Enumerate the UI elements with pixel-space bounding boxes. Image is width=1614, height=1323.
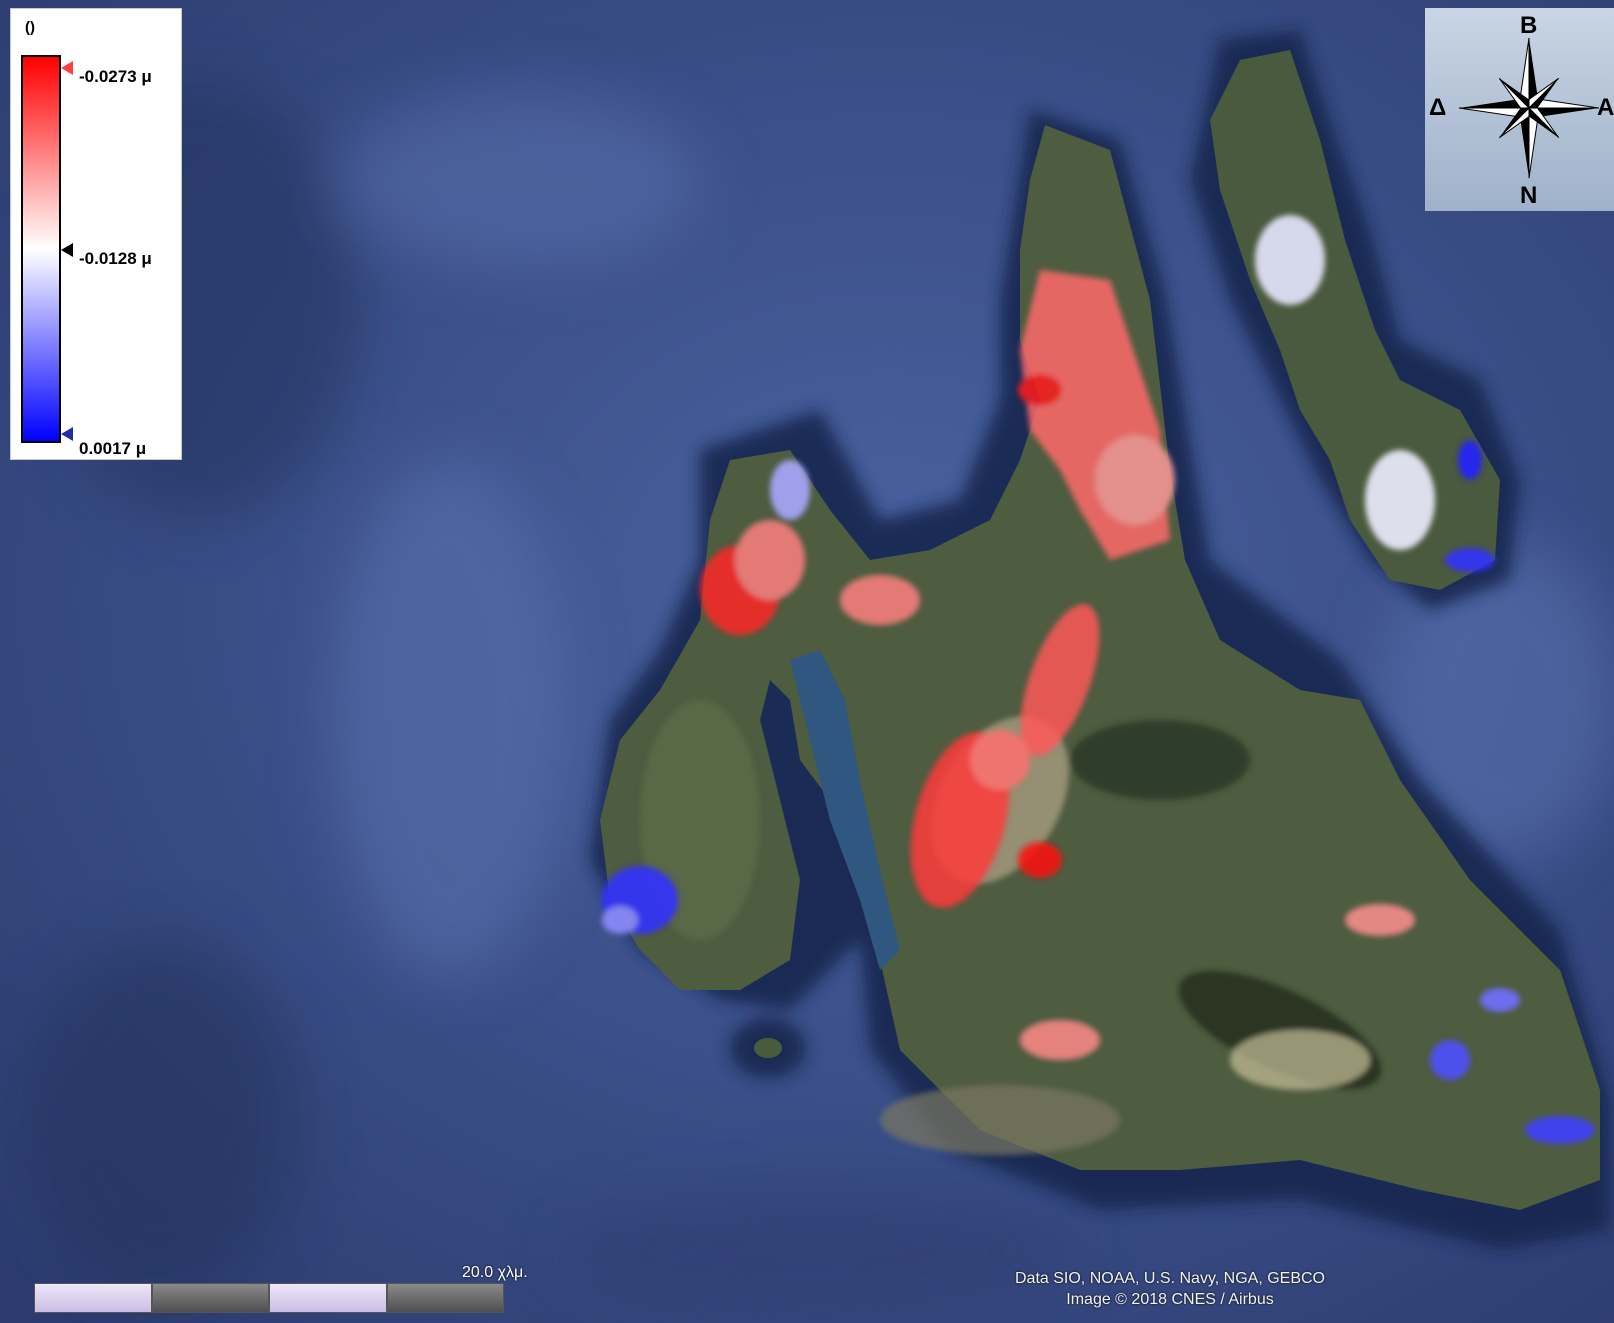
scale-segment (34, 1283, 152, 1313)
scale-segment (386, 1283, 504, 1313)
scale-label: 20.0 χλμ. (462, 1264, 528, 1281)
compass-north-label: B (1520, 12, 1538, 39)
legend-min-marker[interactable] (61, 427, 73, 441)
sea-floor-texture (20, 80, 1614, 1310)
color-legend: () -0.0273 μ -0.0128 μ 0.0017 μ (10, 8, 182, 460)
legend-mid-marker[interactable] (61, 243, 73, 257)
red-overlay (700, 270, 1415, 1060)
compass-star-icon (1458, 37, 1600, 179)
island-kefalonia (600, 125, 1600, 1210)
legend-max-label: -0.0273 μ (79, 67, 152, 86)
scale-segment (269, 1283, 387, 1313)
compass-rose: B Δ Α N (1425, 8, 1614, 211)
legend-mid-label: -0.0128 μ (79, 249, 152, 268)
attribution-line-2: Image © 2018 CNES / Airbus (1066, 1291, 1274, 1308)
map-attribution: Data SIO, NOAA, U.S. Navy, NGA, GEBCO Im… (960, 1268, 1380, 1310)
legend-title: () (25, 19, 35, 36)
compass-east-label: Α (1597, 94, 1614, 121)
island-ithaca (1210, 50, 1500, 590)
islet (754, 1038, 782, 1058)
scale-bar (34, 1283, 504, 1313)
legend-max-marker[interactable] (61, 61, 73, 75)
gulf (790, 650, 900, 970)
legend-color-ramp (21, 55, 61, 443)
compass-west-label: Δ (1429, 94, 1447, 121)
legend-min-label: 0.0017 μ (79, 439, 147, 458)
compass-south-label: N (1520, 182, 1538, 209)
blue-overlay (602, 215, 1595, 1144)
attribution-line-1: Data SIO, NOAA, U.S. Navy, NGA, GEBCO (1015, 1270, 1325, 1287)
scale-segment (151, 1283, 269, 1313)
